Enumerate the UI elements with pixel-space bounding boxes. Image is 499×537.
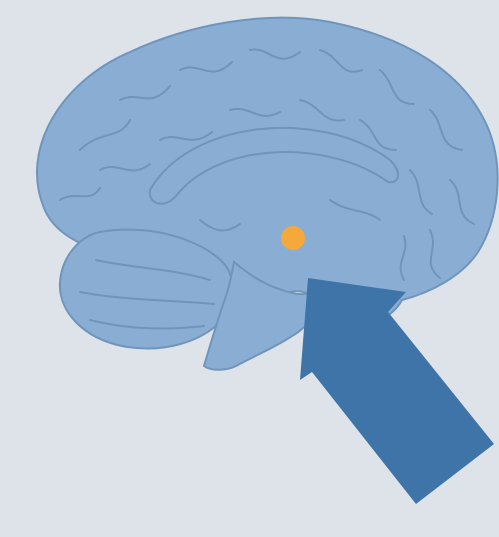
pointer-arrow-icon xyxy=(300,278,494,504)
region-marker-icon xyxy=(281,226,305,250)
brain-sagittal-icon xyxy=(37,18,498,370)
